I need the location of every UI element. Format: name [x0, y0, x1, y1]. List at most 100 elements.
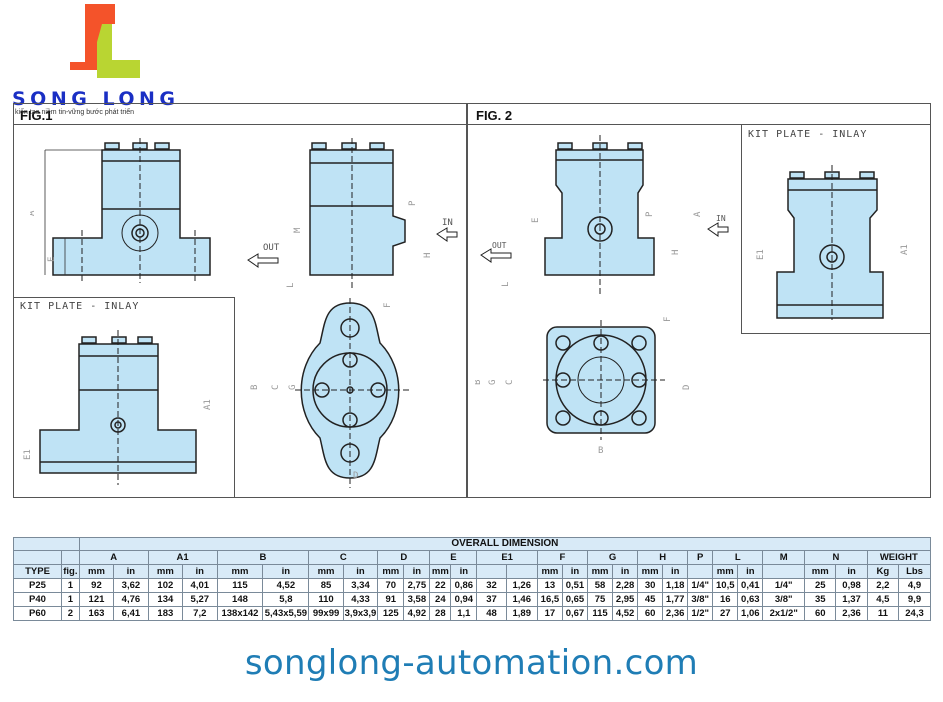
dim-label-b: B — [250, 385, 260, 390]
bolt-icon — [104, 142, 120, 150]
unit-header: in — [737, 564, 764, 579]
value-cell: 0,65 — [561, 592, 589, 607]
value-cell: 2,36 — [835, 606, 868, 621]
column-group-b: B — [216, 550, 310, 565]
value-cell: 5,27 — [182, 592, 218, 607]
value-cell: 2,36 — [662, 606, 689, 621]
value-cell: 92 — [78, 578, 115, 593]
fig1-title: FIG.1 — [20, 108, 53, 123]
dim-label-d: D — [353, 471, 358, 481]
column-group-n: N — [804, 550, 868, 565]
dim-label-e: E — [531, 218, 541, 223]
value-cell: 121 — [78, 592, 115, 607]
value-cell: 2,75 — [403, 578, 431, 593]
unit-header: mm — [377, 564, 405, 579]
website-url[interactable]: songlong-automation.com — [244, 643, 699, 683]
value-cell: 1/4" — [762, 578, 806, 593]
value-cell: 125 — [377, 606, 405, 621]
value-cell: 1,1 — [450, 606, 478, 621]
value-cell: 28 — [429, 606, 452, 621]
value-cell: 13 — [536, 578, 563, 593]
value-cell: 0,51 — [561, 578, 589, 593]
column-group-l: L — [712, 550, 764, 565]
value-cell: 3,34 — [342, 578, 379, 593]
empty-cell — [13, 537, 80, 551]
value-cell: 3,58 — [403, 592, 431, 607]
value-cell: 27 — [712, 606, 739, 621]
value-cell: 110 — [308, 592, 344, 607]
in-label: IN — [716, 214, 726, 223]
value-cell: 24,3 — [898, 606, 931, 621]
value-cell: 16,5 — [536, 592, 563, 607]
dim-label-m: M — [293, 227, 303, 233]
in-arrow-icon — [436, 227, 458, 242]
column-group-a1: A1 — [147, 550, 218, 565]
value-cell: 4,92 — [403, 606, 431, 621]
value-cell: 11 — [866, 606, 900, 621]
column-group-f: F — [536, 550, 589, 565]
value-cell: 1,46 — [505, 592, 538, 607]
value-cell: 7,2 — [182, 606, 218, 621]
value-cell: 4,5 — [866, 592, 900, 607]
unit-header — [687, 564, 714, 579]
column-group-a: A — [78, 550, 149, 565]
value-cell: 138x142 — [216, 606, 264, 621]
fig-cell: 1 — [61, 592, 80, 607]
value-cell: 4,33 — [342, 592, 379, 607]
value-cell: 58 — [586, 578, 614, 593]
dim-label-g: G — [488, 380, 498, 385]
value-cell: 134 — [147, 592, 184, 607]
fig1-bottom-view: B C G F D — [250, 298, 410, 488]
value-cell: 5,43x5,59 — [262, 606, 310, 621]
unit-header: in — [342, 564, 379, 579]
slogan: kiến tạo niềm tin-vững bước phát triển — [15, 109, 135, 116]
type-cell: P60 — [12, 606, 63, 621]
unit-header — [476, 564, 507, 579]
fig2-kit-plate-label: KIT PLATE - INLAY — [748, 129, 868, 140]
fig2-header: FIG. 2 — [468, 104, 930, 125]
column-group-weight: WEIGHT — [866, 550, 932, 565]
unit-header: in — [403, 564, 431, 579]
value-cell: 0,98 — [835, 578, 868, 593]
value-cell: 35 — [804, 592, 837, 607]
technical-drawing-frame: FIG.1 FIG. 2 kiến tạo niềm tin-vững bước… — [13, 103, 931, 498]
column-group-h: H — [637, 550, 689, 565]
brand-name: SONG LONG — [12, 88, 180, 110]
vibrator-body — [52, 149, 211, 276]
fig2-title: FIG. 2 — [476, 108, 513, 123]
value-cell: 4,01 — [182, 578, 218, 593]
column-group-d: D — [377, 550, 431, 565]
value-cell: 25 — [804, 578, 837, 593]
fig2-kit-plate-box: KIT PLATE - INLAY — [741, 125, 930, 334]
dim-label-h: H — [423, 253, 433, 258]
value-cell: 9,9 — [898, 592, 931, 607]
figure-divider — [466, 104, 468, 497]
value-cell: 6,41 — [113, 606, 149, 621]
bolt-icon — [154, 142, 170, 150]
kit-plate-body — [39, 343, 197, 474]
value-cell: 45 — [637, 592, 664, 607]
dim-label-a1: A1 — [900, 244, 910, 255]
unit-header: Kg — [866, 564, 900, 579]
value-cell: 2,95 — [612, 592, 639, 607]
unit-header: mm — [147, 564, 184, 579]
column-group-p: P — [687, 550, 714, 565]
unit-header: in — [835, 564, 868, 579]
dim-label-l: L — [501, 282, 511, 287]
fig1-kit-plate-view: A1 E1 — [23, 330, 213, 485]
value-cell: 2x1/2" — [762, 606, 806, 621]
value-cell: 115 — [586, 606, 614, 621]
dim-label-h: H — [671, 250, 681, 255]
value-cell: 30 — [637, 578, 664, 593]
value-cell: 3,9x3,9 — [342, 606, 379, 621]
value-cell: 148 — [216, 592, 264, 607]
value-cell: 102 — [147, 578, 184, 593]
value-cell: 183 — [147, 606, 184, 621]
dim-label-f: F — [663, 317, 673, 322]
in-arrow-icon — [707, 222, 729, 237]
fig-cell: 1 — [61, 578, 80, 593]
table-title-row: OVERALL DIMENSION — [13, 537, 932, 551]
